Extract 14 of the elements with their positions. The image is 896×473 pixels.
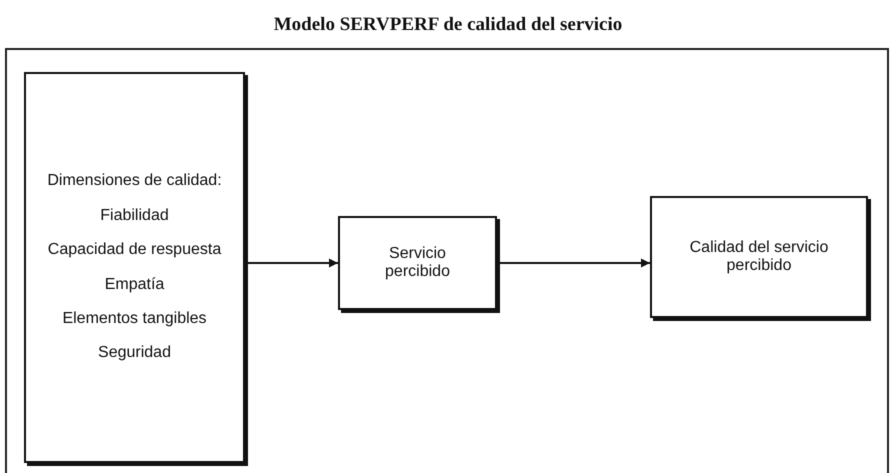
box-heading: Dimensiones de calidad:	[47, 172, 222, 191]
diagram-title: Modelo SERVPERF de calidad del servicio	[272, 14, 624, 36]
process-box	[650, 196, 868, 318]
box-text: Fiabilidad	[100, 206, 169, 226]
box-text: Calidad del servicio percibido	[688, 238, 830, 276]
process-box	[338, 216, 497, 310]
box-text: Empatía	[104, 276, 164, 294]
arrow	[248, 258, 338, 268]
box-text: Seguridad	[98, 344, 171, 363]
process-box	[24, 72, 245, 463]
box-text: Elementos tangibles	[62, 310, 207, 328]
arrow	[500, 258, 650, 268]
box-text: Servicio percibido	[384, 244, 451, 282]
box-text: Capacidad de respuesta	[48, 241, 222, 260]
